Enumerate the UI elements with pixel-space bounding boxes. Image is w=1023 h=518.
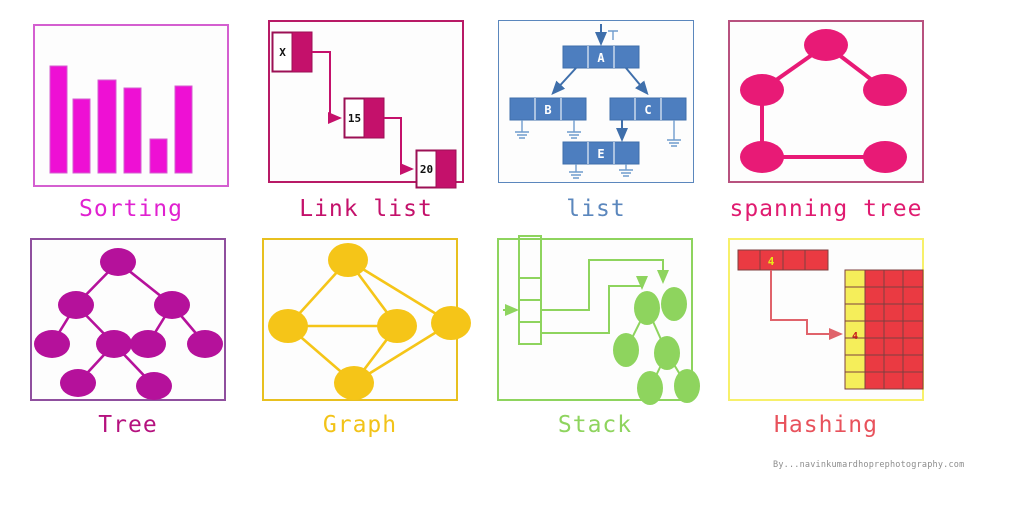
stack-frame xyxy=(497,238,693,401)
panel-spanning-tree xyxy=(728,20,924,183)
svg-text:15: 15 xyxy=(348,112,361,125)
list-node-B: B xyxy=(509,97,587,121)
caption-list: list xyxy=(566,196,626,222)
panel-tree xyxy=(30,238,226,401)
stack-tree-nodes xyxy=(613,287,700,405)
svg-text:4: 4 xyxy=(768,255,775,268)
stack-column xyxy=(518,235,542,345)
hash-key-array: 4 xyxy=(737,249,829,271)
linked-list-node-1: 15 xyxy=(343,97,385,139)
tree-diagram xyxy=(34,248,223,400)
graph-edges xyxy=(287,258,452,385)
linked-list-node-0: X xyxy=(271,31,313,73)
panel-link-list: X 15 20 xyxy=(268,20,464,189)
ground-symbols xyxy=(515,120,681,179)
list-node-A: A xyxy=(562,45,640,69)
graph-nodes xyxy=(268,243,471,400)
spanning-tree-diagram xyxy=(740,29,907,173)
stack-diagram xyxy=(503,235,700,405)
caption-stack: Stack xyxy=(557,412,633,438)
caption-link-list: Link list xyxy=(299,196,433,222)
list-node-C: C xyxy=(609,97,687,121)
caption-graph: Graph xyxy=(322,412,398,438)
tree-nodes xyxy=(34,248,223,400)
caption-hashing: Hashing xyxy=(774,412,878,438)
graph-diagram xyxy=(268,243,471,400)
svg-text:E: E xyxy=(597,147,604,161)
panel-list: A B C xyxy=(498,20,694,183)
svg-text:B: B xyxy=(544,103,551,117)
svg-text:20: 20 xyxy=(420,163,433,176)
panel-hashing: 4 4 xyxy=(728,238,924,401)
caption-tree: Tree xyxy=(98,412,158,438)
hash-table: 4 xyxy=(844,269,924,390)
linked-list-node-2: 20 xyxy=(415,149,457,189)
spanning-tree-edges xyxy=(760,43,887,159)
watermark-credit: By...navinkumardhoprephotography.com xyxy=(773,460,965,470)
linked-list-diagram: X 15 20 xyxy=(271,31,457,189)
spanning-tree-nodes xyxy=(740,29,907,173)
svg-text:X: X xyxy=(279,46,286,59)
caption-spanning-tree: spanning tree xyxy=(729,196,923,222)
sorting-bar-chart xyxy=(49,65,193,174)
panel-sorting xyxy=(33,24,229,187)
list-node-diagram: A B C xyxy=(509,24,687,179)
tree-edges xyxy=(50,260,206,387)
panel-stack xyxy=(497,235,700,405)
list-node-E: E xyxy=(562,141,640,165)
caption-sorting: Sorting xyxy=(79,196,183,222)
svg-text:C: C xyxy=(644,103,651,117)
hashing-diagram: 4 4 xyxy=(737,249,924,390)
panel-graph xyxy=(262,238,471,401)
svg-text:A: A xyxy=(597,51,605,65)
svg-text:4: 4 xyxy=(852,331,858,342)
